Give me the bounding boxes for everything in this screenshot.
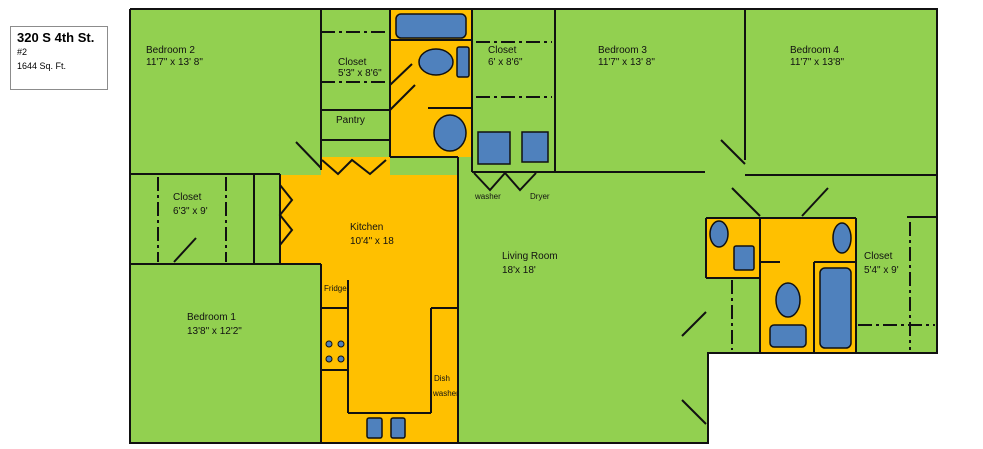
kitchen-name: Kitchen xyxy=(350,222,383,233)
living-room-size: 18'x 18' xyxy=(502,265,536,276)
bathtub-top xyxy=(395,13,467,39)
bedroom3-name: Bedroom 3 xyxy=(598,45,647,56)
dishwasher-label-1: Dish xyxy=(434,374,450,383)
bedroom2-name: Bedroom 2 xyxy=(146,45,195,56)
closet-b2-name: Closet xyxy=(338,57,367,68)
bedroom4-size: 11'7" x 13'8" xyxy=(790,57,845,68)
toilet-top xyxy=(418,48,454,76)
appliance-labels: washer Dryer Fridge Dish washer xyxy=(324,192,550,398)
unit-number: #2 xyxy=(17,47,28,57)
dryer-box xyxy=(521,131,549,163)
fridge-label: Fridge xyxy=(324,284,347,293)
sink-basin-right xyxy=(390,417,406,439)
property-address: 320 S 4th St. xyxy=(17,30,95,45)
closet-b1-name: Closet xyxy=(173,192,202,203)
dryer-label: Dryer xyxy=(530,192,550,201)
toilet-tank xyxy=(456,46,470,78)
bathtub-right xyxy=(819,267,852,349)
closet-dash-lines xyxy=(157,31,935,350)
closet-b4-name: Closet xyxy=(864,251,893,262)
closet-b1-size: 6'3" x 9' xyxy=(173,206,208,217)
living-room-name: Living Room xyxy=(502,251,558,262)
pantry-name: Pantry xyxy=(336,115,365,126)
washer-box xyxy=(477,131,511,165)
walls xyxy=(129,8,938,444)
bath-b-tank xyxy=(769,324,807,348)
closet-b3-size: 6' x 8'6" xyxy=(488,57,523,68)
property-info-box: 320 S 4th St. #2 1644 Sq. Ft. xyxy=(10,26,108,90)
bath-b-toilet xyxy=(775,282,801,318)
door-swings xyxy=(173,63,937,425)
fixtures xyxy=(366,13,852,439)
labels: Bedroom 2 11'7" x 13' 8" Closet 5'3" x 8… xyxy=(146,45,899,337)
washer-label: washer xyxy=(474,192,501,201)
dishwasher-label-2: washer xyxy=(432,389,459,398)
bedroom1-size: 13'8" x 12'2" xyxy=(187,326,242,337)
square-footage: 1644 Sq. Ft. xyxy=(17,61,67,71)
bath-a-sink xyxy=(709,220,729,248)
kitchen-size: 10'4" x 18 xyxy=(350,236,394,247)
closet-b2-size: 5'3" x 8'6" xyxy=(338,68,382,79)
sink-basin-left xyxy=(366,417,383,439)
bedroom2-size: 11'7" x 13' 8" xyxy=(146,57,203,68)
bath-b-sink xyxy=(832,222,852,254)
bedroom3-size: 11'7" x 13' 8" xyxy=(598,57,655,68)
closet-b3-name: Closet xyxy=(488,45,517,56)
stove xyxy=(325,340,345,363)
bedroom4-name: Bedroom 4 xyxy=(790,45,839,56)
sink-top xyxy=(433,114,467,152)
bedroom1-name: Bedroom 1 xyxy=(187,312,236,323)
bath-a-toilet xyxy=(733,245,755,271)
closet-b4-size: 5'4" x 9' xyxy=(864,265,899,276)
